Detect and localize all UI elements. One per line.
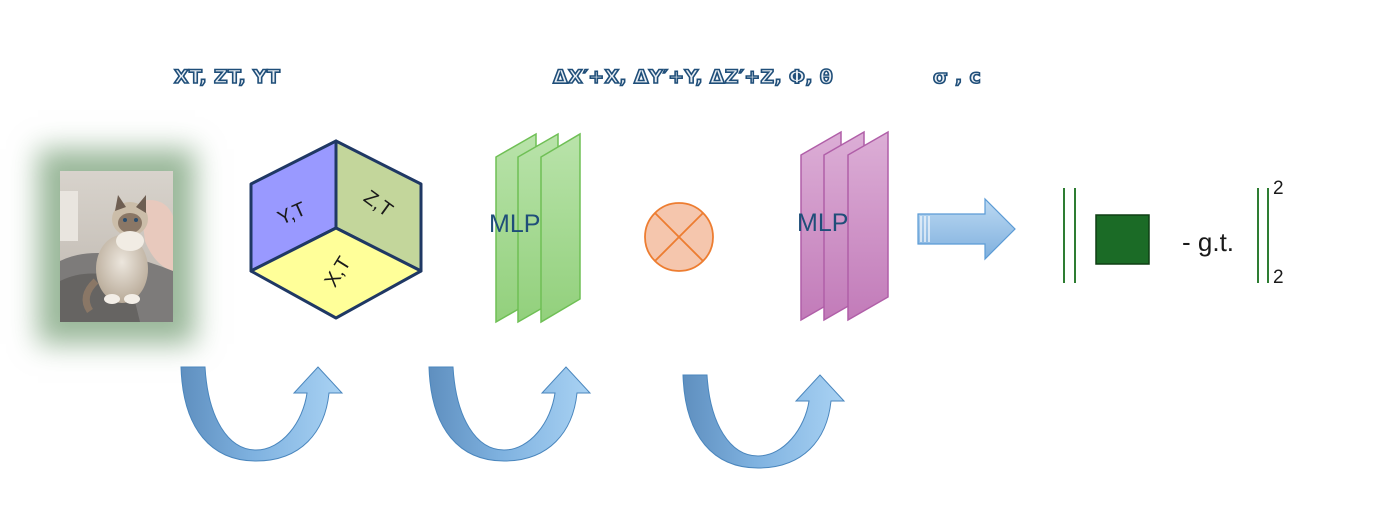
mlp-2-label: MLP	[797, 209, 848, 237]
cat-photo-icon	[60, 171, 173, 322]
outputs-label: σ , c	[932, 66, 982, 88]
right-arrow-icon	[917, 197, 1016, 261]
input-image	[60, 171, 173, 322]
planes-label: XT, ZT, YT	[173, 66, 281, 88]
triplane-cube: Y,T Z,T X,T	[249, 139, 423, 320]
circled-times-icon	[644, 202, 714, 272]
curved-up-arrow-icon	[428, 366, 592, 462]
curved-up-arrow-icon	[682, 374, 846, 469]
loss-expression: - g.t. 2 2	[1063, 178, 1284, 288]
loss-superscript: 2	[1273, 178, 1284, 199]
rendered-square	[1095, 214, 1150, 265]
curved-up-arrow-icon	[180, 366, 344, 462]
deltas-label: ΔX′+X, ΔY′+Y, ΔZ′+Z, Φ, θ	[552, 66, 834, 88]
loss-subscript: 2	[1273, 267, 1284, 288]
mlp-block-1: MLP	[489, 132, 581, 324]
loss-gt-text: - g.t.	[1182, 227, 1234, 257]
cube-face-xt	[249, 226, 423, 320]
mlp-block-2: MLP	[797, 130, 889, 322]
mlp-1-label: MLP	[489, 210, 540, 238]
